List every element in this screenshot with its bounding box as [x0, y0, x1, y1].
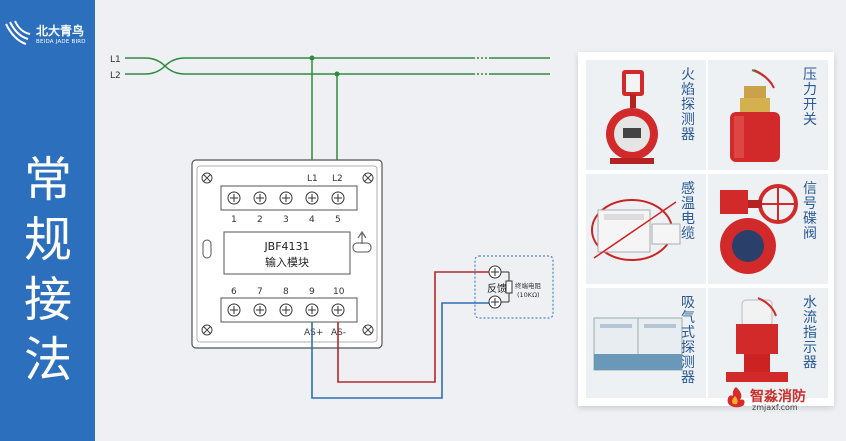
aspirating-detector-icon — [593, 317, 683, 371]
watermark-logo: 智淼消防 zmjaxf.com — [724, 386, 834, 412]
input-module: L1 L2 1 2 3 4 5 JBF4131 输入模块 6 7 8 9 10 — [191, 159, 383, 349]
terminal-label-l1: L1 — [307, 174, 318, 184]
up-arrow-icon — [357, 230, 367, 244]
feedback-label: 反馈 — [487, 282, 507, 295]
brand-logo: 北大青鸟 BEIDA JADE BIRD — [4, 18, 94, 58]
flame-logo-icon — [727, 387, 745, 408]
terminal-number: 6 — [231, 287, 237, 297]
resistor-icon — [505, 280, 513, 294]
device-card-water-flow-indicator: 水流指示器 — [708, 288, 828, 398]
device-caption: 火焰探测器 — [681, 67, 695, 143]
terminal-number: 8 — [283, 287, 289, 297]
terminal-number: 2 — [257, 215, 263, 225]
water-flow-indicator-icon — [726, 297, 788, 382]
title-char: 规 — [23, 212, 72, 268]
terminal-number: 4 — [309, 215, 315, 225]
wire-red — [337, 271, 493, 383]
device-panel: 火焰探测器 压力开关 感温电缆 — [578, 52, 834, 406]
jade-bird-logo-icon — [5, 20, 31, 45]
watermark-name: 智淼消防 — [750, 389, 806, 405]
device-card-flame-detector: 火焰探测器 — [586, 60, 706, 170]
wire-blue — [311, 302, 493, 399]
watermark-url: zmjaxf.com — [752, 403, 798, 412]
device-card-pressure-switch: 压力开关 — [708, 60, 828, 170]
terminal-label-l2: L2 — [332, 174, 343, 184]
terminal-number: 1 — [231, 215, 237, 225]
device-caption: 吸气式探测器 — [681, 295, 695, 386]
bus-label-l1: L1 — [110, 55, 121, 65]
device-card-aspirating-detector: 吸气式探测器 — [586, 288, 706, 398]
pressure-switch-icon — [730, 69, 780, 162]
device-caption: 水流指示器 — [803, 295, 817, 371]
flame-detector-icon — [606, 70, 658, 164]
terminal-number: 9 — [309, 287, 315, 297]
terminal-number: 3 — [283, 215, 289, 225]
sidebar: 北大青鸟 BEIDA JADE BIRD 常 规 接 法 — [0, 0, 95, 441]
brand-name: 北大青鸟 — [36, 24, 85, 38]
device-card-heat-cable: 感温电缆 — [586, 174, 706, 284]
terminal-number: 5 — [335, 215, 341, 225]
device-card-butterfly-valve: 信号碟阀 — [708, 174, 828, 284]
device-caption: 压力开关 — [803, 67, 817, 128]
resistor-label: 终端电阻 — [515, 281, 542, 290]
terminal-number: 7 — [257, 287, 263, 297]
title-char: 接 — [23, 272, 72, 328]
terminal-number: 10 — [333, 287, 345, 297]
signal-butterfly-valve-icon — [720, 184, 798, 274]
brand-subtitle: BEIDA JADE BIRD — [36, 39, 86, 45]
title-char: 法 — [23, 332, 72, 388]
wiring-diagram: L1 L2 L1 L2 1 2 3 4 5 — [110, 52, 554, 399]
device-caption: 信号碟阀 — [803, 181, 817, 242]
bus-label-l2: L2 — [110, 71, 121, 81]
bus-line-l1 — [125, 57, 550, 75]
terminal-label-as-plus: AS+ — [304, 328, 323, 338]
title-char: 常 — [23, 152, 72, 208]
page-title: 常 规 接 法 — [18, 150, 78, 390]
heat-cable-icon — [591, 199, 681, 261]
module-model: JBF4131 — [263, 240, 309, 253]
module-description: 输入模块 — [265, 255, 309, 269]
device-caption: 感温电缆 — [681, 181, 695, 242]
resistor-value: (10KΩ) — [517, 291, 540, 299]
bus-break — [473, 52, 491, 80]
